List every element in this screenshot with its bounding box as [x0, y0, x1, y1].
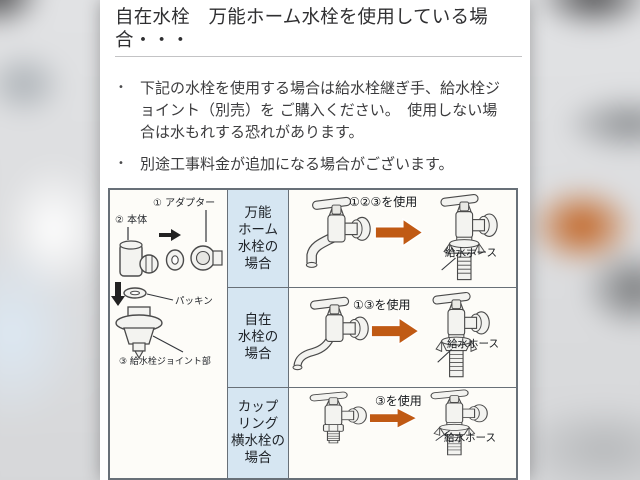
illustration-cell-swivel: ①③を使用 給水ホース — [288, 287, 516, 387]
body-label: ② 本体 — [115, 213, 147, 226]
adapter-label: ① アダプター — [153, 196, 215, 209]
parts-diagram-cell: ① アダプター ② 本体 — [110, 190, 227, 478]
case-label: 万能 ホーム 水栓の 場合 — [237, 204, 279, 272]
faucet-compatibility-table: ① アダプター ② 本体 — [108, 188, 518, 480]
bullet-marker: • — [118, 158, 124, 169]
title-divider — [115, 56, 522, 57]
faucet-after-illustration — [431, 390, 488, 455]
note-item: • 別途工事料金が追加になる場合がございます。 — [118, 153, 514, 175]
orange-arrow-icon — [374, 218, 424, 247]
hose-label: 給水ホース — [445, 247, 497, 259]
hose-label: 給水ホース — [447, 338, 499, 350]
faucet-before-illustration — [310, 392, 367, 443]
case-label: カップ リング 横水栓の 場合 — [231, 399, 285, 466]
case-label-cell-swivel: 自在 水栓の 場合 — [227, 287, 288, 387]
hose-pointer-line — [435, 430, 450, 441]
page-title: 自在水栓 万能ホーム水栓を使用している場合・・・ — [115, 7, 488, 51]
case-label-cell-coupling: カップ リング 横水栓の 場合 — [227, 387, 288, 478]
case-label-cell-universal-home: 万能 ホーム 水栓の 場合 — [227, 190, 288, 287]
case-label: 自在 水栓の 場合 — [237, 312, 279, 362]
joint-label: ③ 給水栓ジョイント部 — [119, 355, 211, 367]
orange-arrow-icon — [368, 407, 418, 430]
note-text: 下記の水栓を使用する場合は給水栓継ぎ手、給水栓ジョイント（別売）を ご購入くださ… — [140, 79, 501, 141]
faucet-after-illustration — [441, 194, 498, 280]
faucet-row-illustration — [289, 288, 516, 387]
hose-pointer-line — [441, 257, 456, 271]
down-arrow-icon — [111, 282, 125, 306]
usage-label: ①③を使用 — [353, 298, 411, 312]
right-arrow-icon — [159, 229, 181, 241]
notes-list: • 下記の水栓を使用する場合は給水栓継ぎ手、給水栓ジョイント（別売）を ご購入く… — [118, 77, 514, 185]
note-text: 別途工事料金が追加になる場合がございます。 — [140, 155, 454, 173]
content-panel: 自在水栓 万能ホーム水栓を使用している場合・・・ • 下記の水栓を使用する場合は… — [100, 0, 530, 480]
usage-label: ③を使用 — [375, 394, 422, 408]
illustration-cell-coupling: ③を使用 給水ホース — [288, 387, 516, 478]
hose-pointer-line — [437, 348, 452, 363]
note-item: • 下記の水栓を使用する場合は給水栓継ぎ手、給水栓ジョイント（別売）を ご購入く… — [118, 77, 514, 143]
parts-diagram-illustration: ① アダプター ② 本体 — [111, 196, 223, 367]
faucet-after-illustration — [433, 292, 490, 377]
packing-label: パッキン — [175, 296, 213, 307]
faucet-row-illustration — [289, 190, 516, 287]
illustration-cell-universal-home: ①②③を使用 給水ホース — [288, 190, 516, 287]
hose-label: 給水ホース — [444, 432, 496, 444]
orange-arrow-icon — [370, 317, 420, 346]
usage-label: ①②③を使用 — [349, 195, 418, 209]
bullet-marker: • — [118, 82, 124, 93]
faucet-row-illustration — [289, 388, 516, 478]
